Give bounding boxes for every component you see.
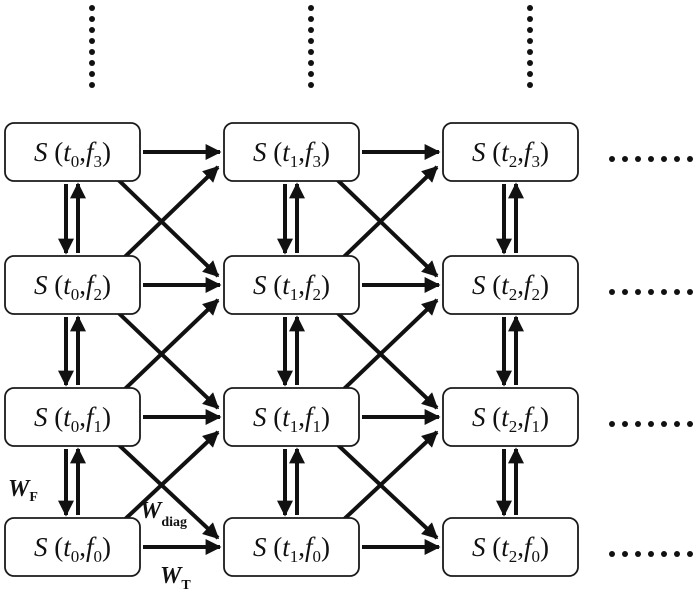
continuation-dot [648, 156, 654, 162]
state-node-label: S (t1,f2) [253, 270, 330, 304]
state-nodes: S (t0,f3) S (t1,f3) S (t2,f3) S (t0,f2) S (t… [4, 122, 579, 577]
continuation-dot [674, 551, 680, 557]
state-node-label: S (t2,f0) [472, 532, 549, 566]
continuation-dot [687, 156, 693, 162]
continuation-dot [609, 551, 615, 557]
state-node-box [4, 122, 141, 182]
continuation-dot [527, 5, 533, 11]
continuation-dot [661, 289, 667, 295]
state-node-box [442, 255, 579, 315]
continuation-dot [89, 82, 95, 88]
continuation-dot [527, 27, 533, 33]
state-node-t1f2: S (t1,f2) [223, 255, 360, 315]
state-node-label: S (t0,f2) [34, 270, 111, 304]
state-node-box [223, 517, 360, 577]
continuation-dot [622, 551, 628, 557]
state-node-t1f3: S (t1,f3) [223, 122, 360, 182]
state-node-label: S (t0,f0) [34, 532, 111, 566]
label-w-diag: Wdiag [140, 498, 187, 530]
state-node-label: S (t0,f1) [34, 402, 111, 436]
state-node-label: S (t0,f3) [34, 137, 111, 171]
state-node-box [223, 387, 360, 447]
state-node-t0f1: S (t0,f1) [4, 387, 141, 447]
transition-edges [58, 144, 524, 555]
continuation-dot [527, 60, 533, 66]
continuation-dot [687, 289, 693, 295]
continuation-dot [687, 421, 693, 427]
state-node-label: S (t2,f1) [472, 402, 549, 436]
state-node-box [442, 387, 579, 447]
continuation-dot [635, 289, 641, 295]
continuation-dot [527, 71, 533, 77]
state-node-label: S (t1,f1) [253, 402, 330, 436]
continuation-dot [609, 156, 615, 162]
continuation-dot [609, 289, 615, 295]
continuation-dot [674, 156, 680, 162]
state-node-box [4, 517, 141, 577]
continuation-dot [89, 38, 95, 44]
continuation-dot [308, 71, 314, 77]
continuation-dot [674, 421, 680, 427]
continuation-dot [661, 551, 667, 557]
continuation-dot [527, 38, 533, 44]
state-node-box [442, 517, 579, 577]
continuation-dot [648, 421, 654, 427]
continuation-dot [308, 82, 314, 88]
state-node-t0f2: S (t0,f2) [4, 255, 141, 315]
continuation-dot [609, 421, 615, 427]
state-node-t2f0: S (t2,f0) [442, 517, 579, 577]
continuation-dot [527, 49, 533, 55]
state-node-label: S (t1,f0) [253, 532, 330, 566]
continuation-dot [308, 38, 314, 44]
continuation-dot [308, 27, 314, 33]
continuation-dot [527, 82, 533, 88]
label-w-f: WF [8, 476, 38, 505]
continuation-dot [308, 49, 314, 55]
continuation-dot [308, 5, 314, 11]
continuation-dot [89, 60, 95, 66]
state-node-box [223, 122, 360, 182]
continuation-dot [89, 5, 95, 11]
state-node-box [4, 255, 141, 315]
state-node-t2f1: S (t2,f1) [442, 387, 579, 447]
continuation-dot [89, 16, 95, 22]
continuation-dot [308, 16, 314, 22]
continuation-dot [89, 71, 95, 77]
continuation-dot [622, 421, 628, 427]
state-node-t1f1: S (t1,f1) [223, 387, 360, 447]
continuation-dot [308, 60, 314, 66]
state-node-t1f0: S (t1,f0) [223, 517, 360, 577]
continuation-dot [648, 551, 654, 557]
state-node-label: S (t1,f3) [253, 137, 330, 171]
continuation-dot [687, 551, 693, 557]
continuation-dot [527, 16, 533, 22]
label-w-t: WT [160, 563, 191, 593]
continuation-dot [661, 421, 667, 427]
state-node-box [223, 255, 360, 315]
state-node-label: S (t2,f3) [472, 137, 549, 171]
state-node-box [442, 122, 579, 182]
continuation-dot [635, 156, 641, 162]
state-node-t0f0: S (t0,f0) [4, 517, 141, 577]
continuation-dot [635, 421, 641, 427]
continuation-dot [622, 289, 628, 295]
state-node-label: S (t2,f2) [472, 270, 549, 304]
vertical-continuation-dots [89, 5, 533, 88]
state-node-box [4, 387, 141, 447]
continuation-dot [635, 551, 641, 557]
horizontal-continuation-dots [609, 156, 693, 557]
state-node-t2f2: S (t2,f2) [442, 255, 579, 315]
continuation-dot [89, 49, 95, 55]
state-node-t0f3: S (t0,f3) [4, 122, 141, 182]
continuation-dot [661, 156, 667, 162]
continuation-dot [648, 289, 654, 295]
continuation-dot [622, 156, 628, 162]
continuation-dot [89, 27, 95, 33]
continuation-dot [674, 289, 680, 295]
state-node-t2f3: S (t2,f3) [442, 122, 579, 182]
